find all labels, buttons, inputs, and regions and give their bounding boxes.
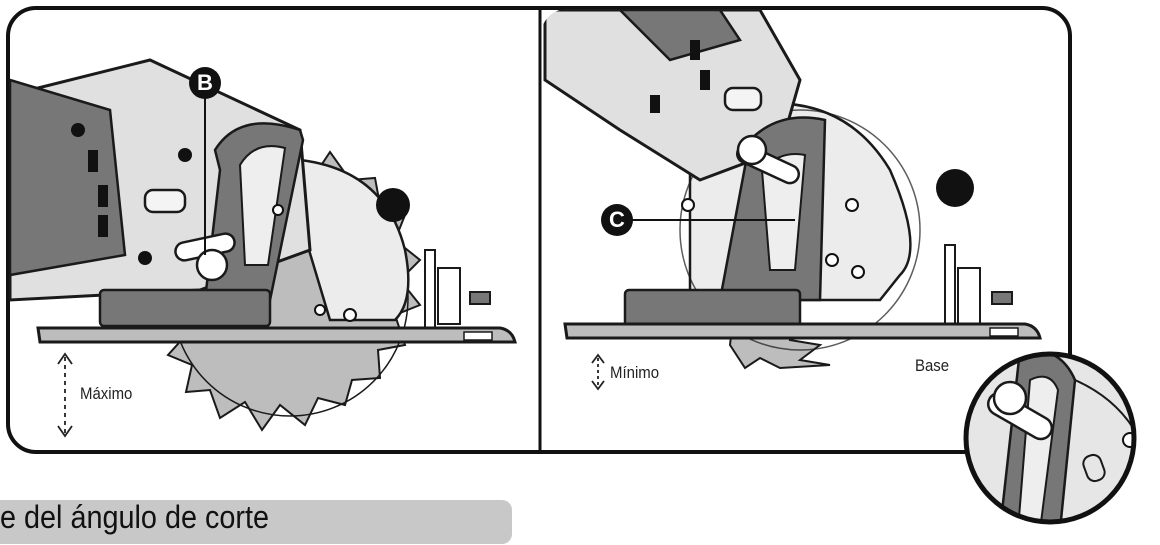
saw-max-depth [9,58,517,432]
section-heading-bar [0,500,512,544]
vent-slot [143,188,187,214]
vent-slot-min [723,86,763,112]
min-depth-arrow [591,353,605,391]
label-base: Base [915,356,950,375]
handle-grip [9,78,127,277]
section-title: e del ángulo de corte [0,499,270,535]
support-block [98,288,272,328]
handle-grip-min [616,9,742,62]
motor-body-min [543,9,802,182]
label-minimo: Mínimo [610,363,660,382]
base-plate [36,326,517,344]
label-maximo: Máximo [80,384,133,403]
blade-guard [298,158,410,322]
zoom-detail [963,351,1137,525]
knob-min [936,169,974,207]
max-depth-arrow [57,352,73,438]
knob [376,188,410,222]
callout-c: C [601,204,633,236]
base-plate-min [563,322,1042,340]
callout-b: B [189,67,221,99]
support-block-min [623,288,802,328]
saw-min-depth [543,9,1042,370]
depth-lever-min [735,134,801,185]
